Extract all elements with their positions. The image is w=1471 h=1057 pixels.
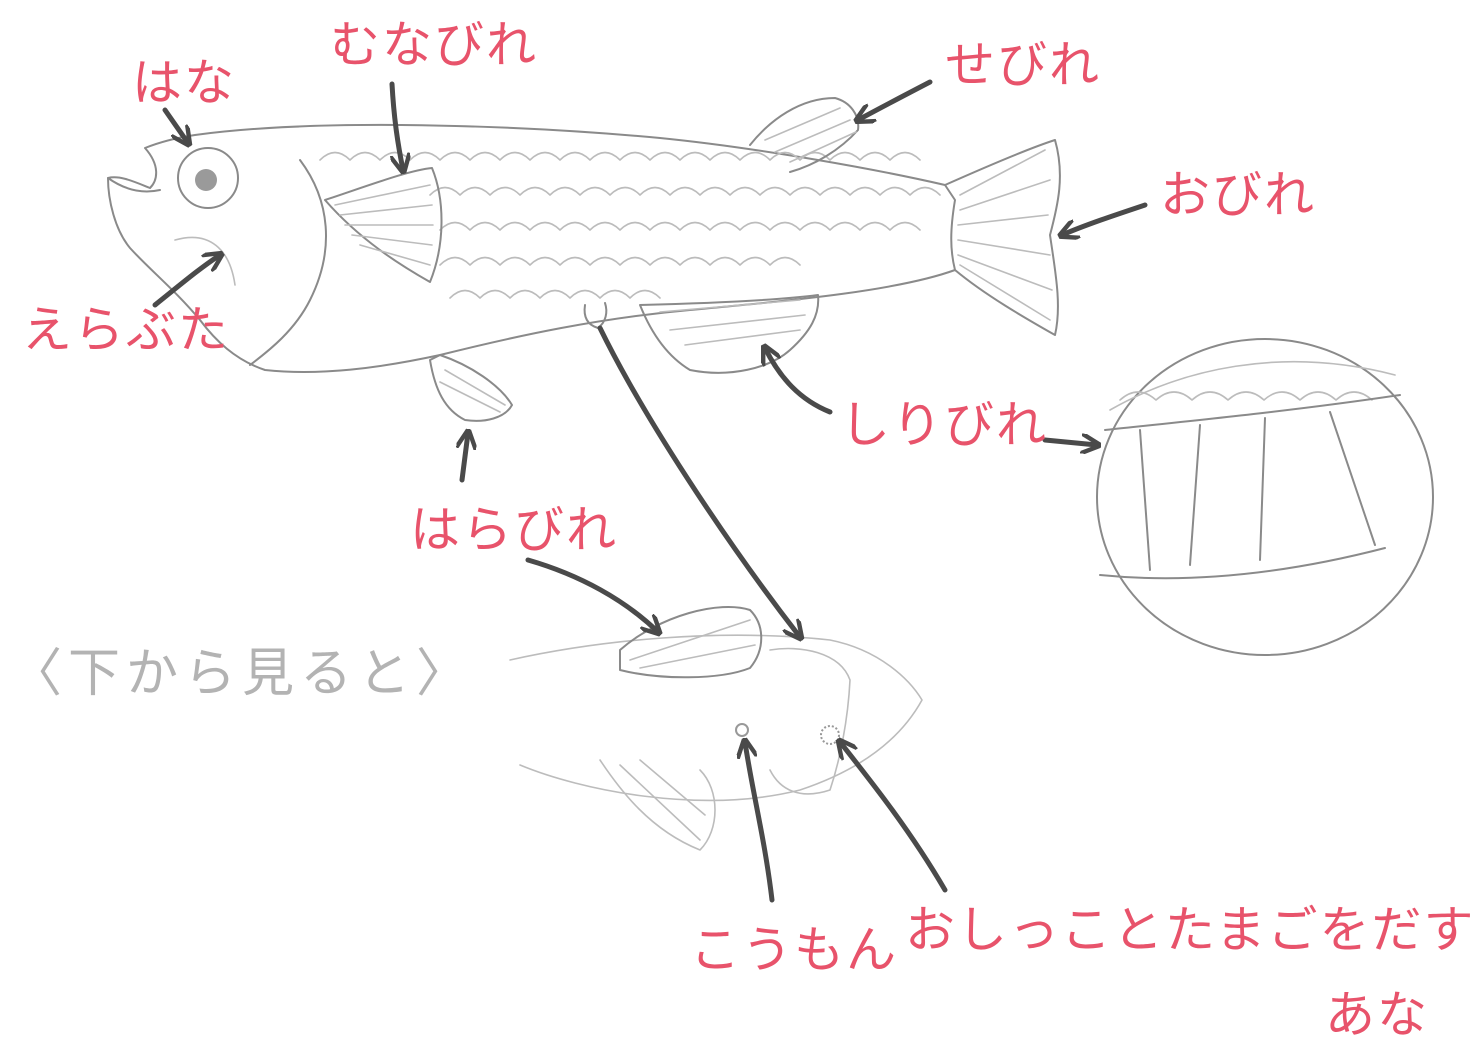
magnified-fin-edge bbox=[1104, 394, 1401, 431]
dorsal-fin bbox=[749, 97, 860, 173]
label-harabire: はらびれ bbox=[410, 501, 618, 559]
mouth-line bbox=[107, 177, 161, 193]
anal-fin-rays bbox=[659, 299, 806, 346]
label-hana: はな bbox=[132, 54, 236, 112]
gill-cover-line bbox=[249, 159, 327, 366]
arrow-shiribire bbox=[765, 348, 833, 415]
bottom-tail-fin bbox=[599, 759, 716, 851]
arrow-harabire-down bbox=[525, 557, 658, 632]
magnified-fin-bottom bbox=[1099, 547, 1386, 580]
anal-fin bbox=[639, 294, 820, 374]
gill-cover-inner bbox=[174, 236, 236, 286]
label-shiribire: しりびれ bbox=[840, 396, 1048, 454]
arrow-erabuta bbox=[152, 255, 220, 308]
label-koumon: こうもん bbox=[690, 921, 898, 979]
arrow-magnified bbox=[1042, 440, 1097, 445]
magnified-scales bbox=[1119, 391, 1373, 401]
tail-fin bbox=[944, 139, 1061, 336]
label-sebire: せびれ bbox=[945, 36, 1101, 94]
arrow-vent-link bbox=[597, 325, 800, 637]
anal-fin-magnified bbox=[1096, 338, 1434, 656]
label-erabuta: えらぶた bbox=[22, 301, 230, 359]
label-munabire: むなびれ bbox=[330, 16, 538, 74]
arrow-sebire bbox=[858, 79, 933, 120]
genital-pore-dot bbox=[820, 725, 840, 745]
anus-dot bbox=[735, 723, 749, 737]
bottom-body-outline bbox=[509, 634, 923, 802]
scales bbox=[319, 151, 941, 299]
arrow-harabire-up bbox=[462, 433, 468, 483]
bottom-pelvic-fin bbox=[619, 606, 763, 679]
arrow-hana bbox=[162, 107, 188, 143]
bottom-pelvic-fin-rays bbox=[629, 619, 756, 669]
pectoral-fin-rays bbox=[334, 184, 434, 266]
pelvic-fin-rays bbox=[439, 369, 506, 413]
label-obire: おびれ bbox=[1160, 166, 1316, 224]
arrow-obire bbox=[1062, 202, 1148, 235]
fish-pupil bbox=[195, 169, 217, 191]
arrow-munabire bbox=[389, 81, 403, 170]
tail-fin-rays bbox=[957, 149, 1053, 321]
bottom-tail-rays bbox=[619, 759, 706, 841]
pectoral-fin bbox=[324, 167, 443, 283]
bottom-view-caption: 〈下から見ると〉 bbox=[10, 644, 475, 704]
arrow-koumon bbox=[745, 742, 775, 903]
pelvic-fin bbox=[429, 354, 513, 422]
magnified-fin-rays bbox=[1139, 411, 1376, 571]
label-oshikko: おしっことたまごをだす bbox=[905, 901, 1471, 959]
fish-body-outline bbox=[107, 123, 956, 374]
magnifier-circle bbox=[1096, 338, 1434, 656]
fish-side-view bbox=[107, 97, 1061, 422]
arrows bbox=[152, 79, 1148, 903]
bottom-anal-fin bbox=[769, 647, 851, 795]
fish-eye bbox=[177, 147, 239, 209]
arrow-oshikko bbox=[840, 742, 948, 893]
fish-bottom-view bbox=[509, 606, 923, 851]
dorsal-fin-rays bbox=[764, 107, 857, 163]
magnified-body-line bbox=[1109, 361, 1396, 411]
label-oshikko-line2: あな bbox=[1325, 986, 1429, 1044]
